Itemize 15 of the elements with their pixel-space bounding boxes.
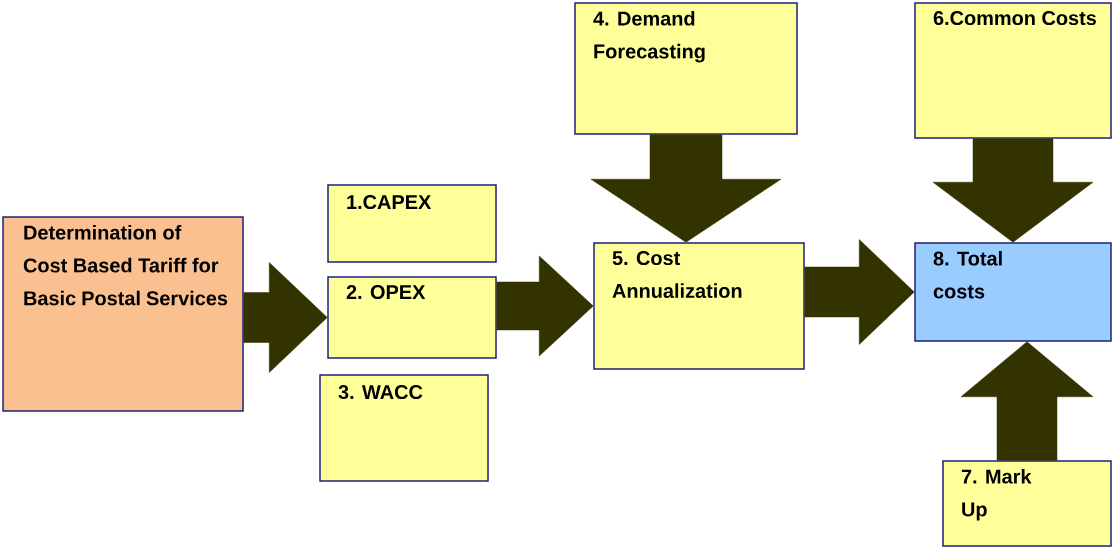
process-box: 3. WACC [319, 374, 489, 482]
block-arrow [496, 255, 594, 357]
block-arrow [243, 262, 328, 373]
process-box: 1.CAPEX [327, 184, 497, 263]
process-box: 4. Demand Forecasting [574, 2, 798, 135]
process-box: 2. OPEX [327, 276, 497, 359]
process-box: Determination of Cost Based Tariff for Basic Postal Services [2, 216, 244, 412]
block-arrow [804, 239, 915, 345]
block-arrow [590, 134, 782, 243]
block-arrow [960, 341, 1094, 461]
process-box: 8. Total costs [914, 242, 1112, 342]
process-box: 5. Cost Annualization [593, 242, 805, 370]
process-box: 6.Common Costs [914, 2, 1112, 139]
block-arrow [932, 138, 1094, 243]
process-box: 7. Mark Up [942, 460, 1112, 547]
